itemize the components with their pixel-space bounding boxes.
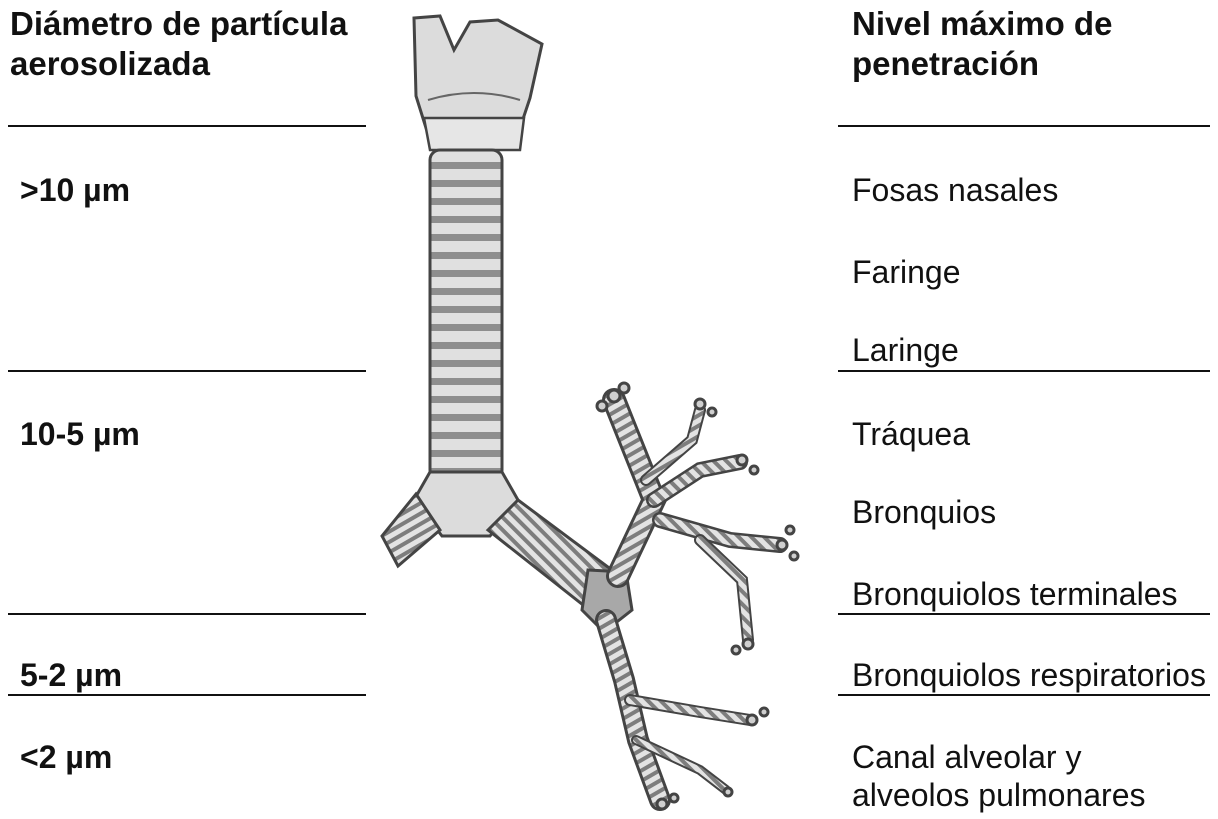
left-divider-1 [8,125,366,127]
larynx-shape [414,16,542,128]
right-header-line-1: Nivel máximo de [852,4,1112,44]
level-bronquiolos-terminales: Bronquiolos terminales [852,575,1178,613]
level-canal-alveolar-line-2: alveolos pulmonares [852,776,1146,814]
level-bronquiolos-respiratorios: Bronquiolos respiratorios [852,656,1206,694]
particle-size-over-10: >10 µm [20,171,130,209]
left-divider-4 [8,694,366,696]
level-bronquios: Bronquios [852,493,996,531]
level-traquea: Tráquea [852,415,970,453]
trachea-bronchial-tree-icon [370,0,830,819]
particle-size-5-2: 5-2 µm [20,656,122,694]
left-header-line-1: Diámetro de partícula [10,4,347,44]
left-header-line-2: aerosolizada [10,44,347,84]
right-divider-4 [838,694,1210,696]
right-column-header: Nivel máximo de penetración [852,4,1112,84]
left-column-header: Diámetro de partícula aerosolizada [10,4,347,84]
right-divider-3 [838,613,1210,615]
trachea-shape [430,150,502,480]
particle-size-under-2: <2 µm [20,738,112,776]
level-fosas-nasales: Fosas nasales [852,171,1058,209]
level-canal-alveolar-line-1: Canal alveolar y [852,738,1081,776]
particle-size-10-5: 10-5 µm [20,415,140,453]
right-header-line-2: penetración [852,44,1112,84]
right-divider-2 [838,370,1210,372]
level-faringe: Faringe [852,253,961,291]
left-divider-2 [8,370,366,372]
right-divider-1 [838,125,1210,127]
level-laringe: Laringe [852,331,959,369]
left-divider-3 [8,613,366,615]
